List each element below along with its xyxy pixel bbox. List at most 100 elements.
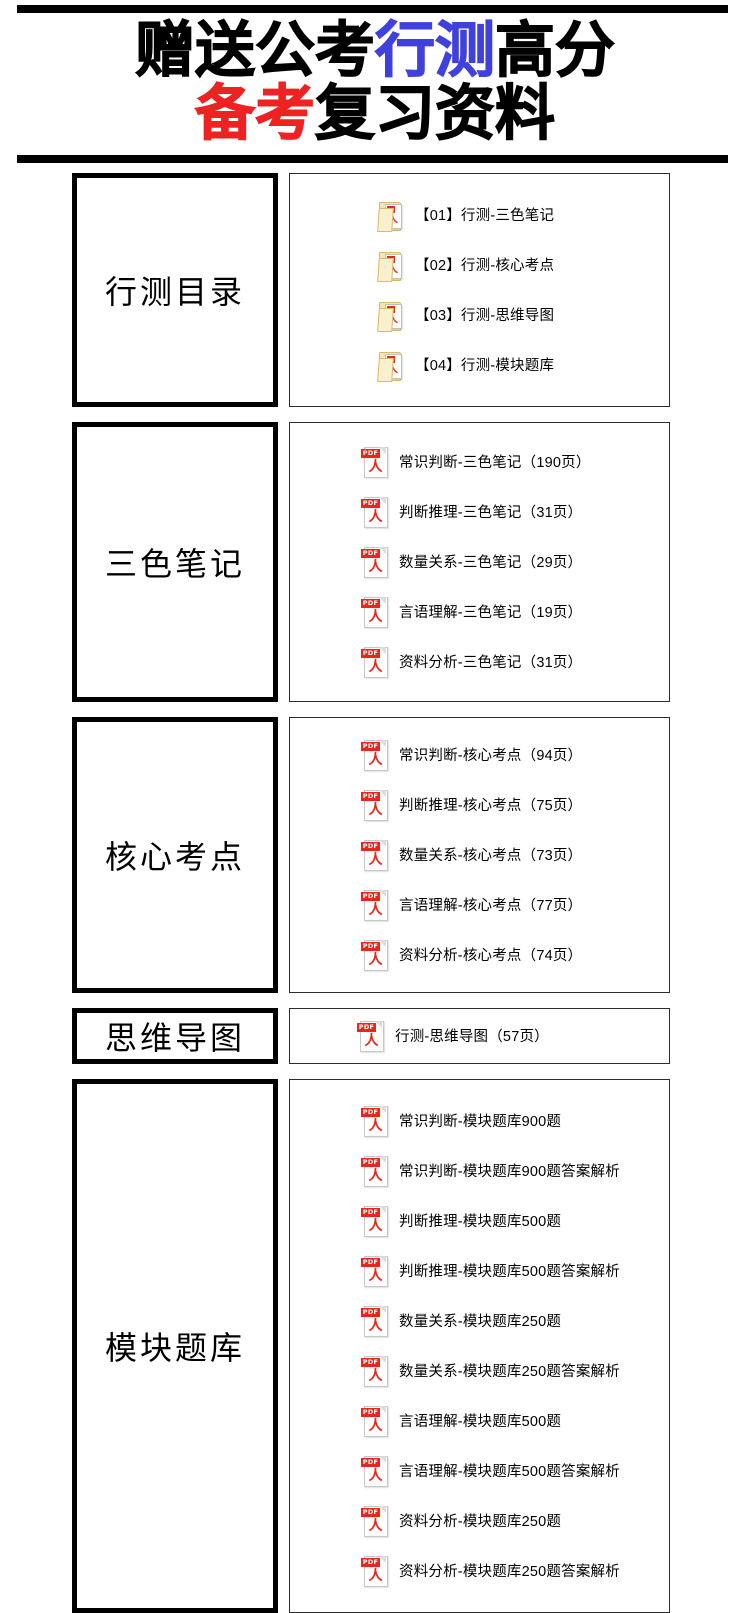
pdf-icon-banner: PDF [361, 548, 380, 558]
file-label: 判断推理-三色笔记（31页） [399, 505, 583, 522]
title-line-1: 赠送公考行测高分 [0, 16, 750, 86]
title-line-1-part-2: 高分 [494, 16, 615, 86]
pdf-icon-glyph: 人 [368, 1117, 383, 1134]
pdf-icon-glyph: 人 [368, 851, 383, 868]
file-label: 常识判断-三色笔记（190页） [399, 455, 591, 472]
poster-title-block: 赠送公考行测高分 备考复习资料 [0, 13, 750, 149]
pdf-icon-banner: PDF [361, 1307, 380, 1317]
pdf-icon-banner: PDF [361, 1157, 380, 1167]
title-line-1-part-1: 行测 [374, 16, 495, 86]
file-label: 常识判断-核心考点（94页） [399, 748, 583, 765]
pdf-icon-fold [379, 1305, 386, 1313]
pdf-icon-glyph: 人 [368, 951, 383, 968]
file-label: 【02】行测-核心考点 [415, 258, 555, 275]
pdf-icon-fold [379, 546, 386, 554]
pdf-icon-fold [379, 446, 386, 454]
pdf-icon-glyph: 人 [368, 1367, 383, 1384]
pdf-icon-fold [379, 1455, 386, 1463]
pdf-icon-glyph: 人 [368, 608, 383, 625]
section-label-box-4[interactable]: 模块题库 [72, 1078, 278, 1613]
section-file-list-0: 人【01】行测-三色笔记人【02】行测-核心考点人【03】行测-思维导图人【04… [289, 172, 670, 407]
section-label-text-0: 行测目录 [104, 272, 245, 311]
pdf-icon-fold [379, 1505, 386, 1513]
file-row[interactable]: 人【03】行测-思维导图 [290, 290, 669, 340]
file-row[interactable]: 人【01】行测-三色笔记 [290, 190, 669, 240]
section-label-text-2: 核心考点 [104, 837, 245, 876]
file-label: 【01】行测-三色笔记 [415, 208, 555, 225]
pdf-icon-banner: PDF [361, 448, 380, 458]
section-label-text-4: 模块题库 [104, 1328, 245, 1367]
section-label-box-3[interactable]: 思维导图 [72, 1007, 278, 1064]
file-label: 行测-思维导图（57页） [395, 1029, 549, 1046]
pdf-icon-fold [379, 839, 386, 847]
pdf-icon-banner: PDF [361, 648, 380, 658]
pdf-icon-banner: PDF [361, 1507, 380, 1517]
section-label-box-0[interactable]: 行测目录 [72, 172, 278, 407]
pdf-icon-banner: PDF [361, 791, 380, 801]
file-label: 数量关系-模块题库250题答案解析 [399, 1364, 620, 1381]
pdf-icon-glyph: 人 [368, 1217, 383, 1234]
file-label: 言语理解-三色笔记（19页） [399, 605, 583, 622]
pdf-icon-glyph: 人 [368, 1417, 383, 1434]
pdf-icon-banner: PDF [361, 1107, 380, 1117]
file-row[interactable]: 人【04】行测-模块题库 [290, 340, 669, 390]
folder-icon-front [377, 307, 394, 332]
title-line-2-part-0: 备考 [194, 78, 315, 149]
section-label-box-1[interactable]: 三色笔记 [72, 421, 278, 702]
pdf-icon-banner: PDF [361, 1557, 380, 1567]
section-label-box-2[interactable]: 核心考点 [72, 716, 278, 993]
file-row[interactable]: 人【02】行测-核心考点 [290, 240, 669, 290]
file-label: 资料分析-核心考点（74页） [399, 948, 583, 965]
pdf-icon-fold [379, 646, 386, 654]
pdf-icon-banner: PDF [361, 1207, 380, 1217]
pdf-icon-banner: PDF [361, 1457, 380, 1467]
pdf-icon-glyph: 人 [368, 1517, 383, 1534]
folder-icon: 人 [376, 248, 406, 282]
pdf-icon-glyph: 人 [368, 801, 383, 818]
pdf-icon-fold [379, 496, 386, 504]
pdf-icon-banner: PDF [361, 1257, 380, 1267]
pdf-icon-glyph: 人 [368, 558, 383, 575]
file-label: 资料分析-模块题库250题答案解析 [399, 1564, 620, 1581]
header-bottom-rule [17, 154, 728, 163]
pdf-icon-fold [379, 596, 386, 604]
file-label: 数量关系-核心考点（73页） [399, 848, 583, 865]
